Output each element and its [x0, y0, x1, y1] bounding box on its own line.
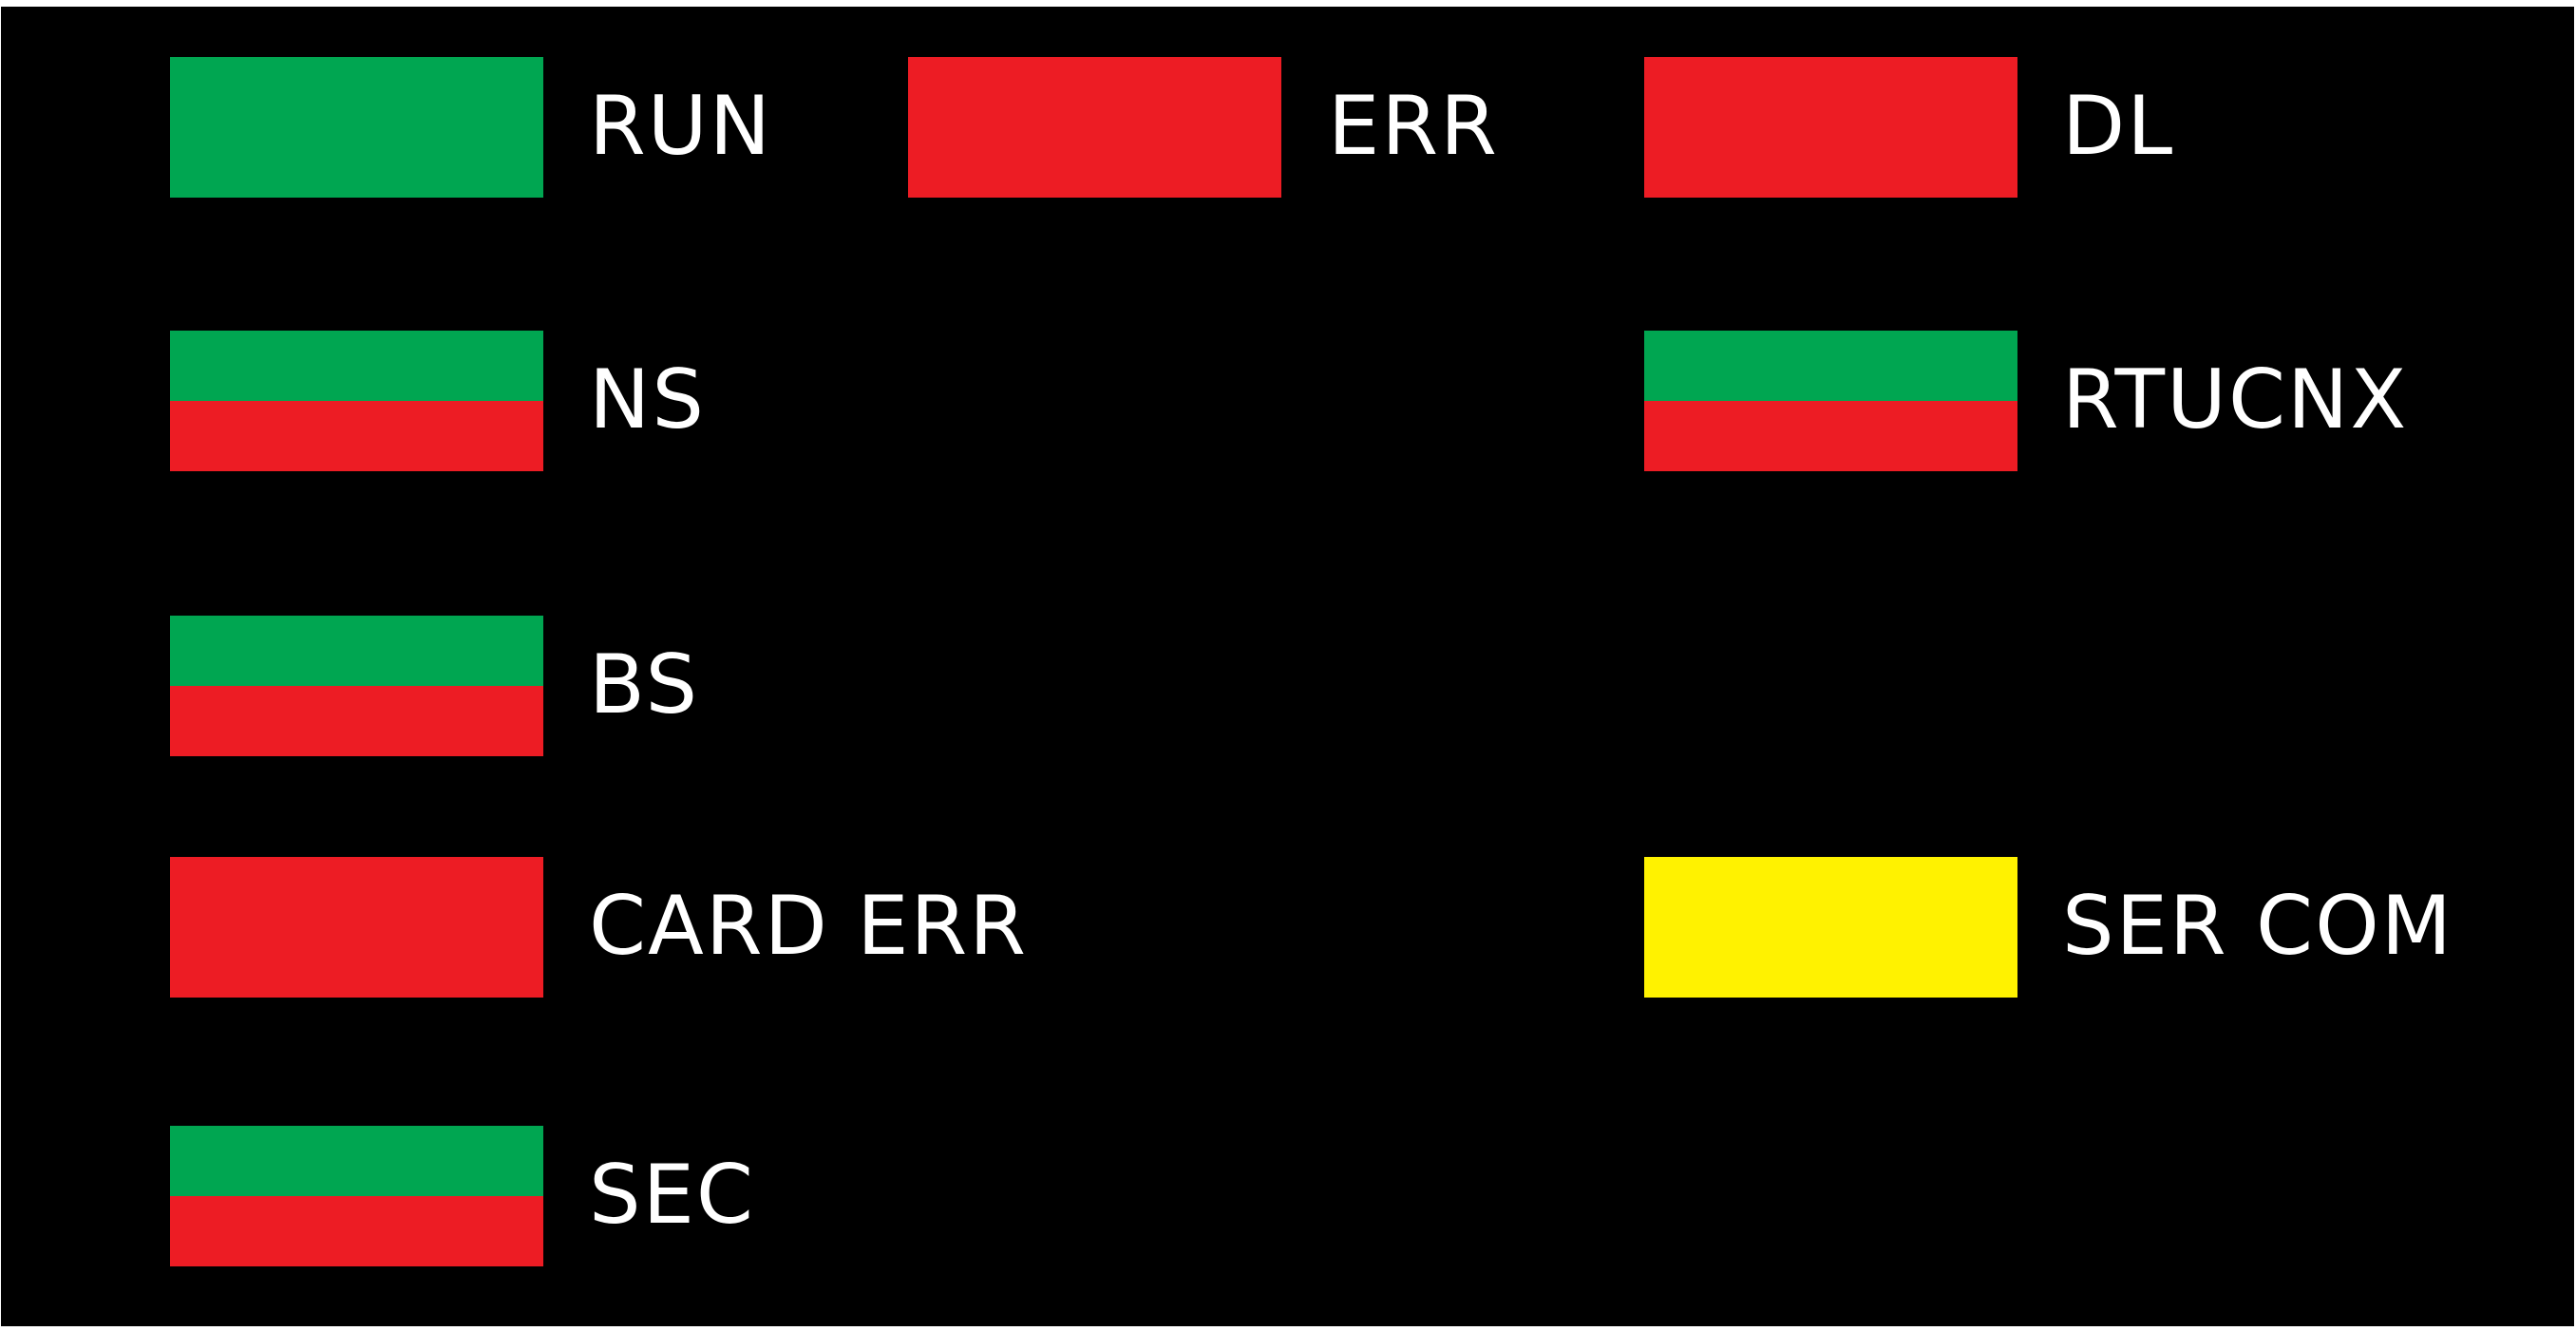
- led-ser-com: [1644, 857, 2017, 998]
- led-segment-red: [908, 57, 1281, 198]
- led-segment-red: [170, 401, 543, 471]
- led-legend-panel: RUN ERR DL NS RTUCNX BS CARD ERR SER COM…: [1, 7, 2574, 1326]
- led-err: [908, 57, 1281, 198]
- led-label-dl: DL: [2062, 79, 2175, 174]
- led-label-sec: SEC: [589, 1148, 755, 1243]
- led-segment-red: [170, 686, 543, 756]
- led-label-ser-com: SER COM: [2062, 879, 2453, 974]
- led-card-err: [170, 857, 543, 998]
- led-segment-green: [170, 331, 543, 401]
- led-sec: [170, 1126, 543, 1266]
- led-segment-yellow: [1644, 857, 2017, 998]
- led-label-ns: NS: [589, 352, 706, 447]
- led-ns: [170, 331, 543, 471]
- led-label-bs: BS: [589, 637, 700, 732]
- led-label-rtucnx: RTUCNX: [2062, 352, 2409, 447]
- led-bs: [170, 616, 543, 756]
- led-label-err: ERR: [1328, 79, 1499, 174]
- led-run: [170, 57, 543, 198]
- led-segment-red: [1644, 57, 2017, 198]
- led-segment-green: [170, 1126, 543, 1196]
- led-segment-red: [170, 857, 543, 998]
- led-segment-red: [1644, 401, 2017, 471]
- led-segment-green: [170, 616, 543, 686]
- led-segment-green: [170, 57, 543, 198]
- led-segment-red: [170, 1196, 543, 1266]
- led-label-card-err: CARD ERR: [589, 879, 1029, 974]
- led-dl: [1644, 57, 2017, 198]
- led-segment-green: [1644, 331, 2017, 401]
- led-rtucnx: [1644, 331, 2017, 471]
- led-label-run: RUN: [589, 79, 773, 174]
